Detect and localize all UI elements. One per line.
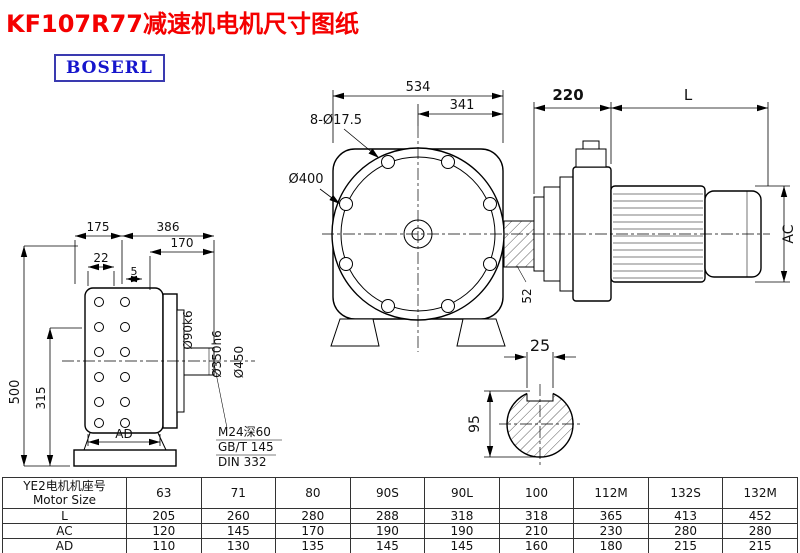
page-title: KF107R77减速机电机尺寸图纸 (6, 10, 359, 38)
technical-drawing: 534 341 8-Ø17.5 Ø400 220 L AC 52 (8, 80, 797, 469)
dim-value-cell: 413 (647, 508, 724, 524)
motor-size-header: YE2电机机座号 Motor Size (2, 477, 127, 509)
table-row-AD: AD 110 130 135 145 145 160 180 215 215 (2, 538, 798, 553)
dim-AC: AC (781, 224, 797, 243)
size-col-header: 90L (424, 477, 500, 509)
size-col-header: 132S (647, 477, 724, 509)
dim-value-cell: 135 (275, 538, 351, 553)
coupling-hatched-block (503, 220, 535, 268)
foot-line-right (157, 432, 167, 451)
bolt-holes-label: 8-Ø17.5 (310, 113, 362, 128)
spigot-diameter-label: Ø350h6 (210, 330, 224, 378)
dim-L: L (684, 86, 693, 104)
flange-diameter-side-label: Ø450 (232, 346, 246, 378)
dim-value-cell: 145 (349, 538, 426, 553)
thread-note-2: GB/T 145 (218, 440, 274, 454)
dim-95: 95 (467, 415, 483, 433)
dim-value-cell: 215 (722, 538, 798, 553)
shaft-cross-section: 25 95 (467, 336, 581, 466)
dim-value-cell: 180 (573, 538, 649, 553)
motor-size-header-en: Motor Size (32, 493, 97, 507)
dim-value-cell: 145 (424, 538, 500, 553)
dim-value-cell: 280 (275, 508, 351, 524)
motor-size-header-cn: YE2电机机座号 (23, 479, 106, 493)
eyebolt-base (575, 148, 607, 168)
mounting-base (73, 449, 177, 467)
dim-386: 386 (157, 220, 180, 234)
dim-value-cell: 120 (126, 523, 202, 539)
size-col-header: 80 (275, 477, 351, 509)
front-view-dimensions: 534 341 8-Ø17.5 Ø400 220 L AC 52 (288, 80, 797, 304)
table-header-row: YE2电机机座号 Motor Size 63 71 80 90S 90L 100… (2, 477, 798, 509)
motor-assembly (503, 140, 762, 302)
size-col-header: 112M (573, 477, 649, 509)
dim-value-cell: 190 (424, 523, 500, 539)
thread-note-3: DIN 332 (218, 455, 266, 469)
eyebolt-top (582, 140, 600, 150)
dim-22: 22 (93, 251, 108, 265)
dim-row-label: AC (2, 523, 127, 539)
size-col-header: 100 (498, 477, 575, 509)
foot-left (330, 318, 380, 347)
size-col-header: 90S (349, 477, 426, 509)
size-col-header: 132M (722, 477, 798, 509)
center-lines (322, 126, 770, 352)
dim-row-label: AD (2, 538, 127, 553)
dim-value-cell: 318 (498, 508, 575, 524)
dim-52: 52 (520, 288, 534, 303)
brand-logo: BOSERL (54, 54, 165, 82)
motor-cooling-fins (613, 193, 703, 279)
shaft-diameter-label: Ø90k6 (181, 310, 195, 349)
table-row-L: L 205 260 280 288 318 318 365 413 452 (2, 508, 798, 524)
dim-value-cell: 145 (200, 523, 277, 539)
dim-value-cell: 110 (126, 538, 202, 553)
side-view-gearbox (62, 287, 255, 467)
dim-value-cell: 365 (573, 508, 649, 524)
bolt-holes (339, 155, 497, 313)
dim-value-cell: 318 (424, 508, 500, 524)
dim-value-cell: 190 (349, 523, 426, 539)
dim-value-cell: 452 (722, 508, 798, 524)
motor-size-table: YE2电机机座号 Motor Size 63 71 80 90S 90L 100… (2, 477, 798, 553)
dim-500: 500 (8, 380, 23, 405)
dim-value-cell: 210 (498, 523, 575, 539)
dim-25: 25 (530, 336, 550, 355)
foot-line-left (83, 432, 91, 451)
dim-value-cell: 288 (349, 508, 426, 524)
flange-diameter-label: Ø400 (288, 172, 323, 187)
dim-175: 175 (87, 220, 110, 234)
dim-value-cell: 170 (275, 523, 351, 539)
dim-value-cell: 215 (647, 538, 724, 553)
dim-value-cell: 280 (722, 523, 798, 539)
housing-side (84, 287, 164, 434)
dim-value-cell: 280 (647, 523, 724, 539)
dim-170: 170 (171, 236, 194, 250)
dim-AD: AD (115, 427, 132, 441)
foot-right (456, 318, 506, 347)
housing-bolt-pattern (94, 297, 130, 428)
dim-220: 220 (552, 86, 583, 104)
thread-note-1: M24深60 (218, 425, 271, 439)
dim-341: 341 (450, 98, 475, 113)
dim-value-cell: 160 (498, 538, 575, 553)
size-col-header: 71 (200, 477, 277, 509)
size-col-header: 63 (126, 477, 202, 509)
dim-value-cell: 205 (126, 508, 202, 524)
dim-value-cell: 130 (200, 538, 277, 553)
dim-315: 315 (34, 387, 48, 410)
dim-value-cell: 230 (573, 523, 649, 539)
dim-534: 534 (406, 80, 431, 95)
side-view-dimensions: 175 386 170 22 5 500 315 Ø90k6 Ø350h6 Ø4… (8, 220, 282, 469)
dim-5: 5 (131, 265, 138, 278)
dim-value-cell: 260 (200, 508, 277, 524)
table-row-AC: AC 120 145 170 190 190 210 230 280 280 (2, 523, 798, 539)
dim-row-label: L (2, 508, 127, 524)
